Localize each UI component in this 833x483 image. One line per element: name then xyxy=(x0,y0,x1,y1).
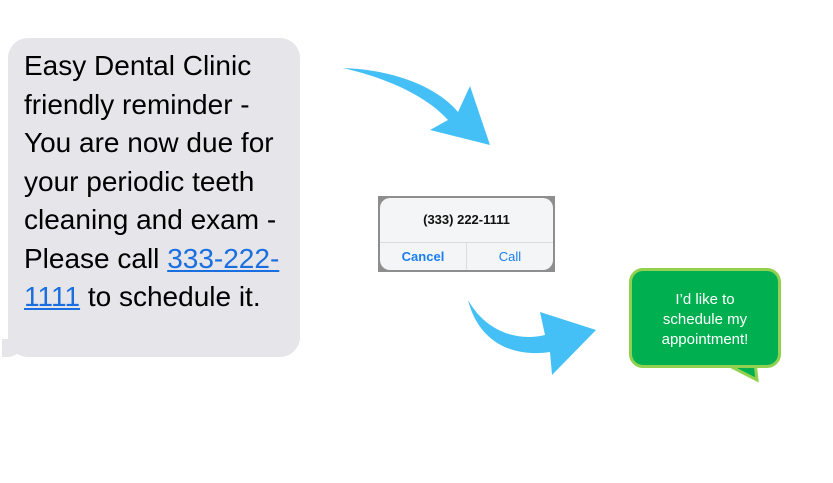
cancel-button[interactable]: Cancel xyxy=(380,243,467,270)
sms-text-end: to schedule it. xyxy=(87,281,261,312)
call-dialog: (333) 222-1111 Cancel Call xyxy=(378,196,555,272)
sms-bubble: Easy Dental Clinic friendly reminder - Y… xyxy=(2,38,300,357)
dialog-phone-number: (333) 222-1111 xyxy=(423,212,510,227)
reply-bubble: I’d like to schedule my appointment! xyxy=(629,268,781,368)
reply-text: I’d like to schedule my appointment! xyxy=(661,291,749,348)
sms-text: Easy Dental Clinic friendly reminder - Y… xyxy=(24,50,277,274)
call-button[interactable]: Call xyxy=(498,249,522,264)
arrow-to-reply-icon xyxy=(468,300,596,375)
arrow-to-dialog-icon xyxy=(343,68,490,145)
phone-link[interactable]: 333-222-1111 xyxy=(24,242,280,313)
sms-bubble-tail xyxy=(2,339,22,357)
